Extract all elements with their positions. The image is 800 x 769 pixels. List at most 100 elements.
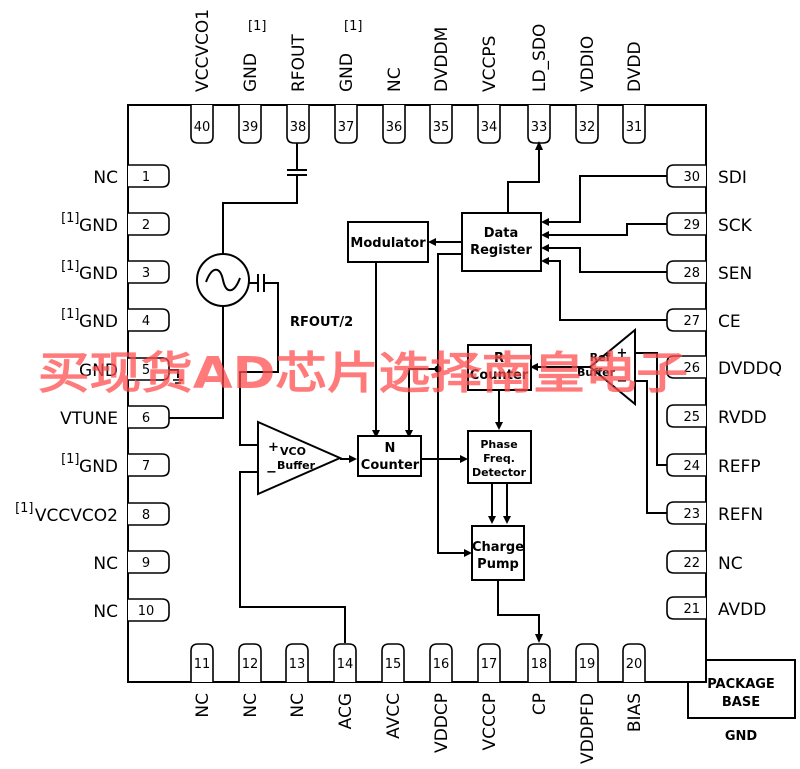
pin-label: CP [530, 693, 550, 715]
pin-number: 37 [338, 120, 355, 135]
pin-label: NC [241, 693, 261, 718]
pin-32: 32 VDDIO [575, 36, 599, 144]
vco-buffer-plus: + [268, 440, 279, 455]
pin-label: VTUNE [60, 409, 118, 429]
package-base: PACKAGE BASE GND [687, 659, 796, 744]
pin-9: 9 NC [93, 550, 170, 574]
pin-number: 38 [290, 120, 307, 135]
n-counter-block: N Counter [357, 435, 422, 477]
pin-number: 10 [138, 604, 155, 619]
pin-label: VCCPS [480, 36, 500, 92]
pin-label: RFOUT [289, 34, 309, 92]
pin-label: SCK [718, 216, 753, 236]
pin-label: VDDCP [432, 693, 452, 753]
pin-3: 3 GND[1] [61, 259, 170, 284]
watermark-text: 买现货AD芯片选择南皇电子 [38, 348, 688, 399]
pfd-label-1: Phase [480, 438, 517, 451]
r-counter-block: R Counter [467, 344, 532, 391]
pin-note: [1] [248, 19, 266, 34]
pin-28: 28 SEN [666, 260, 752, 284]
pin-label: SEN [718, 264, 752, 284]
pin-number: 40 [194, 120, 211, 135]
package-base-line1: PACKAGE [707, 677, 775, 692]
pin-label: NC [93, 602, 118, 622]
pin-number: 3 [142, 266, 150, 281]
ref-buffer-plus: + [617, 346, 628, 361]
pin-number: 32 [579, 120, 596, 135]
pin-note: [1] [15, 501, 33, 516]
pin-number: 17 [481, 657, 498, 672]
n-counter-label-2: Counter [361, 458, 420, 473]
pin-label: GND [79, 264, 118, 284]
pin-number: 35 [433, 120, 450, 135]
pin-number: 18 [531, 657, 548, 672]
r-counter-label-1: R [494, 351, 504, 366]
pin-number: 2 [142, 218, 150, 233]
pin-number: 34 [481, 120, 498, 135]
modulator-block: Modulator [347, 221, 429, 263]
pin-27: 27 CE [666, 308, 741, 332]
pin-label: DVDDQ [718, 359, 782, 379]
ref-buffer-label-2: Buffer [577, 366, 616, 379]
pin-label: NC [93, 554, 118, 574]
charge-pump-block: Charge Pump [471, 525, 525, 581]
pin-number: 12 [242, 657, 259, 672]
pin-number: 26 [683, 361, 700, 376]
pin-number: 4 [142, 314, 150, 329]
pin-label: DVDD [625, 41, 645, 92]
pin-38: 38 RFOUT [286, 34, 310, 144]
pin-number: 16 [433, 657, 450, 672]
pin-label: GND [79, 216, 118, 236]
pin-note: [1] [61, 259, 79, 274]
pin-label: GND [79, 312, 118, 332]
pin-number: 11 [194, 657, 211, 672]
pin-6: 6 VTUNE [60, 405, 170, 429]
vco-buffer-minus: − [266, 465, 277, 480]
pin-1: 1NC [93, 164, 170, 188]
pin-number: 27 [683, 314, 700, 329]
pin-label: NC [288, 693, 308, 718]
pin-label: CE [718, 312, 741, 332]
pin-note: [1] [344, 19, 362, 34]
pin-label: VDDIO [578, 36, 598, 92]
pin-number: 9 [142, 556, 150, 571]
pin-label: ACG [336, 693, 356, 729]
charge-pump-label-2: Pump [477, 557, 519, 572]
ref-buffer-minus: − [617, 374, 628, 389]
data-register-label-2: Register [470, 243, 532, 258]
pin-number: 6 [142, 411, 150, 426]
pin-number: 20 [626, 657, 643, 672]
vco-buffer-label-1: VCO [280, 445, 306, 458]
r-counter-label-2: Counter [470, 368, 529, 383]
pin-number: 29 [683, 218, 700, 233]
pin-label: AVDD [718, 600, 766, 620]
pin-label: NC [93, 168, 118, 188]
n-counter-label-1: N [385, 441, 396, 456]
rfout2-label: RFOUT/2 [290, 315, 353, 330]
pin-number: 28 [683, 266, 700, 281]
sine-wave-icon [205, 268, 241, 292]
data-register-block: Data Register [461, 212, 542, 272]
pin-label: GND [337, 53, 357, 92]
